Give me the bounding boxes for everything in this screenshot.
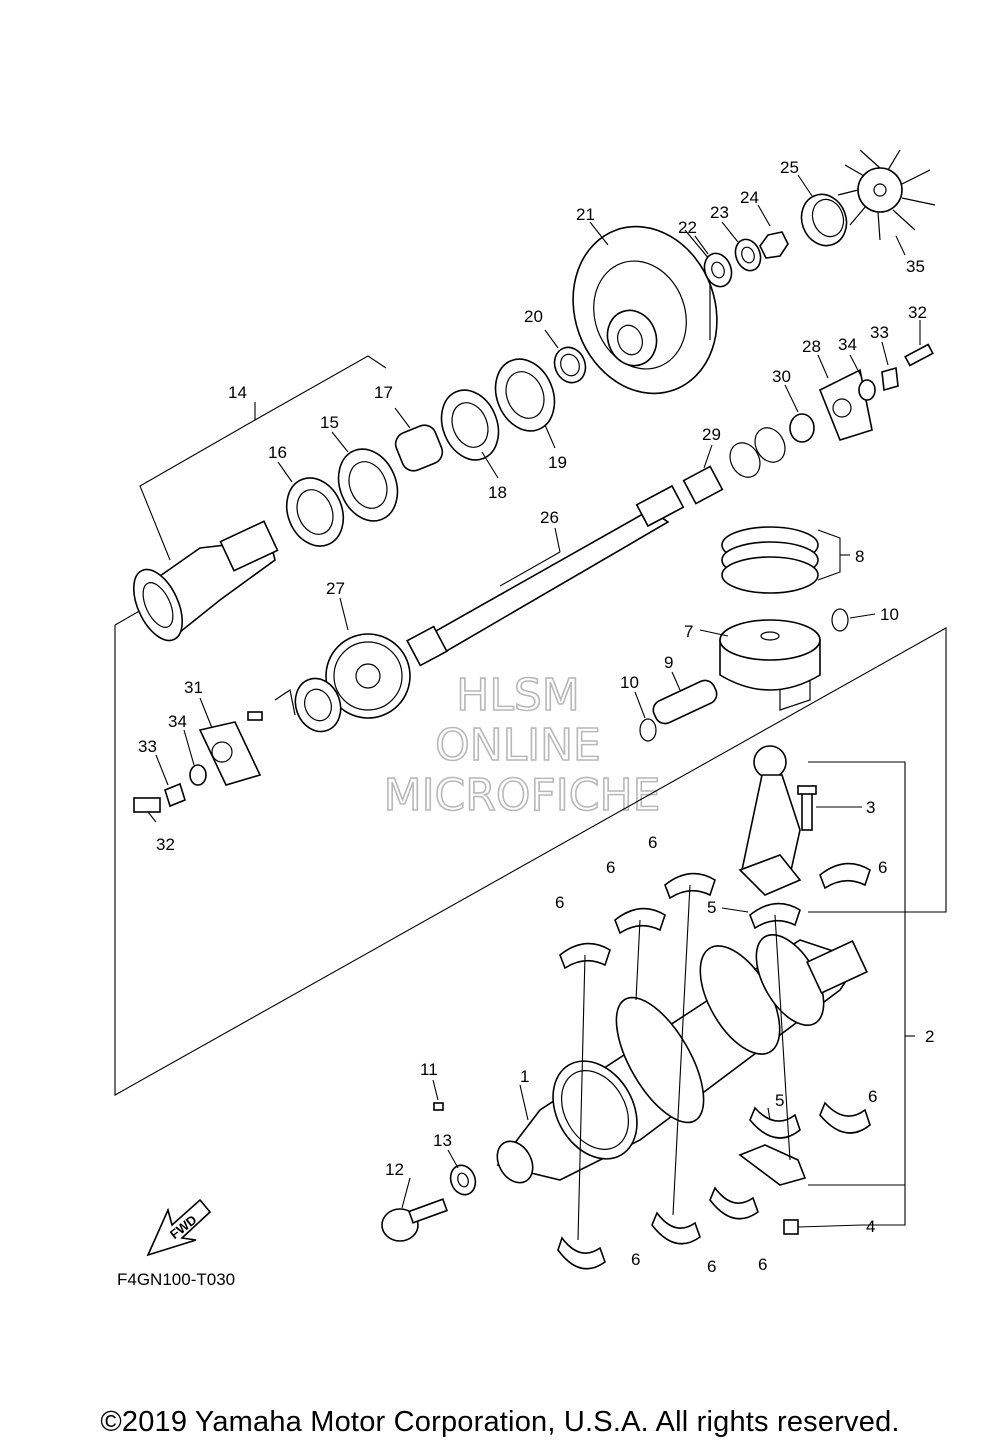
callout-6g: 6 — [707, 1257, 716, 1276]
callout-30: 30 — [772, 367, 791, 386]
callout-25: 25 — [780, 158, 799, 177]
callout-29: 29 — [702, 425, 721, 444]
callout-9: 9 — [664, 653, 673, 672]
leader-lines — [139, 174, 921, 1241]
callout-6a: 6 — [555, 893, 564, 912]
callout-32a: 32 — [908, 303, 927, 322]
callout-5b: 5 — [775, 1091, 784, 1110]
watermark-line-2: ONLINE — [435, 720, 601, 771]
callout-19: 19 — [548, 453, 567, 472]
callout-33b: 33 — [138, 737, 157, 756]
callout-24: 24 — [740, 188, 759, 207]
callout-26: 26 — [540, 508, 559, 527]
callout-28: 28 — [802, 337, 821, 356]
pulley-hardware — [703, 149, 936, 288]
balancer-gear — [247, 633, 411, 733]
callout-6h: 6 — [758, 1255, 767, 1274]
left-weight-hardware — [133, 721, 262, 813]
callout-18: 18 — [488, 483, 507, 502]
watermark-line-1: HLSM — [456, 670, 580, 721]
callout-6d: 6 — [878, 858, 887, 877]
callout-14: 14 — [228, 383, 247, 402]
front-bolt-hardware — [381, 1102, 477, 1242]
output-shaft-assembly — [132, 346, 587, 642]
callout-6f: 6 — [631, 1250, 640, 1269]
callout-22: 22 — [678, 218, 697, 237]
callout-21: 21 — [576, 205, 595, 224]
callout-34b: 34 — [168, 712, 187, 731]
callout-17: 17 — [374, 383, 393, 402]
callout-2: 2 — [925, 1027, 934, 1046]
watermark: HLSM ONLINE MICROFICHE — [383, 669, 661, 822]
fwd-arrow-icon: FWD — [146, 1198, 212, 1257]
callout-31: 31 — [184, 678, 203, 697]
copyright-notice: ©2019 Yamaha Motor Corporation, U.S.A. A… — [100, 1406, 900, 1438]
callout-20: 20 — [524, 307, 543, 326]
callout-12: 12 — [385, 1160, 404, 1179]
callout-6e: 6 — [868, 1087, 877, 1106]
callout-11: 11 — [420, 1060, 438, 1079]
watermark-line-3: MICROFICHE — [384, 770, 661, 821]
callout-23: 23 — [710, 203, 729, 222]
callout-6b: 6 — [606, 858, 615, 877]
callout-34a: 34 — [838, 335, 857, 354]
crankshaft — [496, 933, 868, 1184]
callout-6c: 6 — [648, 833, 657, 852]
callouts: 1 2 3 4 5 5 6 6 6 6 6 6 6 6 7 8 9 10 10 … — [138, 158, 934, 1276]
bearing-shells — [557, 862, 871, 1270]
callout-35: 35 — [906, 257, 925, 276]
callout-10b: 10 — [880, 605, 899, 624]
callout-10a: 10 — [620, 673, 639, 692]
callout-27: 27 — [326, 579, 345, 598]
callout-16: 16 — [268, 443, 287, 462]
callout-13: 13 — [433, 1131, 452, 1150]
parts-diagram: HLSM ONLINE MICROFICHE — [114, 149, 947, 1289]
callout-1: 1 — [520, 1067, 529, 1086]
connecting-rod — [738, 745, 817, 896]
callout-3: 3 — [866, 798, 875, 817]
callout-15: 15 — [320, 413, 339, 432]
piston-assembly — [639, 526, 849, 742]
impeller — [837, 149, 936, 241]
diagram-code: F4GN100-T030 — [117, 1270, 235, 1289]
callout-32b: 32 — [156, 835, 175, 854]
callout-8: 8 — [855, 547, 864, 566]
balancer-shaft-assembly — [406, 343, 934, 667]
callout-33a: 33 — [870, 323, 889, 342]
callout-5a: 5 — [707, 898, 716, 917]
callout-7: 7 — [684, 622, 693, 641]
callout-4: 4 — [866, 1217, 875, 1236]
pulley-housing — [572, 225, 718, 395]
